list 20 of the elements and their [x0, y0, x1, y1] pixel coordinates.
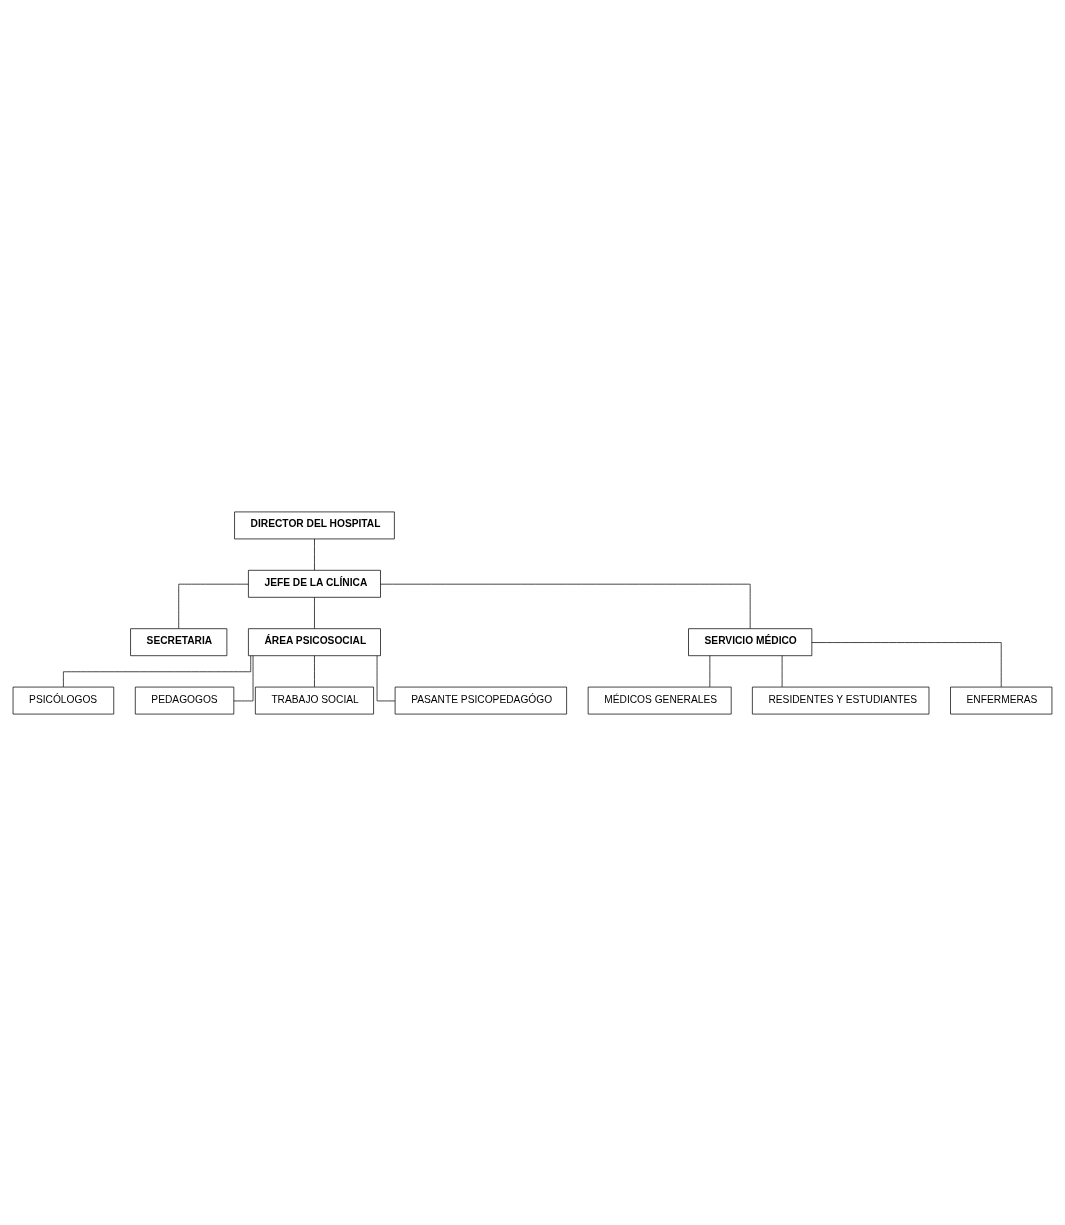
node-box: SECRETARIA [130, 627, 228, 656]
connector [314, 654, 315, 687]
connector [233, 654, 254, 701]
node-box: DIRECTOR DEL HOSPITAL [234, 511, 395, 539]
node-box: ENFERMERAS [950, 686, 1053, 714]
connector [63, 655, 252, 687]
connector [314, 596, 315, 629]
connector [380, 583, 751, 629]
node-box: ÁREA PSICOSOCIAL [248, 627, 381, 656]
node-box: TRABAJO SOCIAL [255, 686, 374, 714]
connector [811, 641, 1002, 687]
connector [178, 583, 249, 629]
node-box: PEDAGOGOS [134, 686, 235, 714]
node-box: RESIDENTES Y ESTUDIANTES [752, 686, 930, 714]
node-box: JEFE DE LA CLÍNICA [248, 569, 381, 598]
node-box: PSICÓLOGOS [12, 686, 115, 714]
connector [314, 538, 315, 570]
node-box: SERVICIO MÉDICO [688, 627, 813, 656]
node-box: PASANTE PSICOPEDAGÓGO [394, 686, 567, 714]
node-box: MÉDICOS GENERALES [587, 686, 732, 714]
